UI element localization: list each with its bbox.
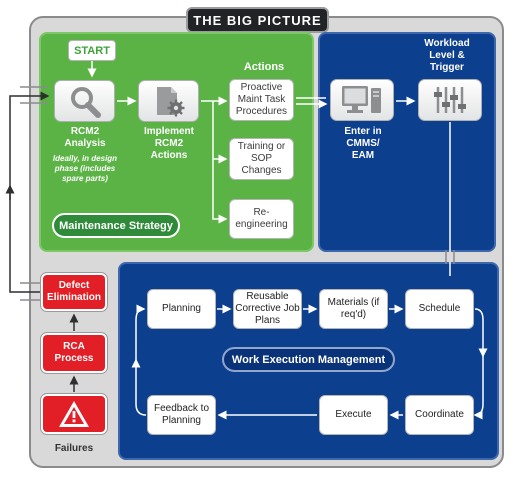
schedule-card: Schedule	[405, 289, 474, 329]
materials-card: Materials (if req'd)	[319, 289, 388, 329]
rcm2-analysis-label: RCM2 Analysis	[64, 126, 106, 149]
computer-icon	[342, 86, 381, 113]
workload-trigger-card	[418, 79, 482, 121]
failures-label: Failures	[54, 443, 94, 454]
training-sop-card: Training or SOP Changes	[229, 138, 294, 180]
start-box: START	[68, 40, 116, 61]
page-title: THE BIG PICTURE	[186, 7, 329, 33]
rcm2-analysis-card	[54, 80, 115, 122]
actions-heading: Actions	[243, 61, 285, 73]
sliders-icon	[434, 87, 466, 113]
magnifier-icon	[70, 87, 101, 118]
maintenance-strategy-label: Maintenance Strategy	[52, 213, 180, 238]
coordinate-card: Coordinate	[405, 395, 474, 435]
cmms-label: Enter in CMMS/ EAM	[344, 126, 382, 161]
cmms-panel	[318, 32, 496, 252]
execute-card: Execute	[319, 395, 388, 435]
implement-actions-label: Implement RCM2 Actions	[143, 126, 194, 161]
planning-card: Planning	[147, 289, 216, 329]
reusable-job-plans-card: Reusable Corrective Job Plans	[233, 289, 302, 329]
implement-actions-card	[138, 80, 199, 122]
document-gear-icon	[156, 87, 184, 117]
workload-label: Workload Level & Trigger	[424, 38, 470, 73]
rcm2-note: Ideally, in design phase (includes spare…	[52, 154, 118, 183]
feedback-card: Feedback to Planning	[147, 395, 216, 435]
proactive-maint-card: Proactive Maint Task Procedures	[229, 79, 294, 121]
failures-box	[40, 393, 108, 435]
defect-elimination-box: Defect Elimination	[40, 272, 108, 312]
work-execution-label: Work Execution Management	[222, 347, 395, 372]
cmms-computer-card	[330, 79, 394, 121]
warning-icon	[59, 401, 89, 427]
reengineering-card: Re-engineering	[229, 199, 294, 239]
rca-process-box: RCA Process	[40, 332, 108, 374]
